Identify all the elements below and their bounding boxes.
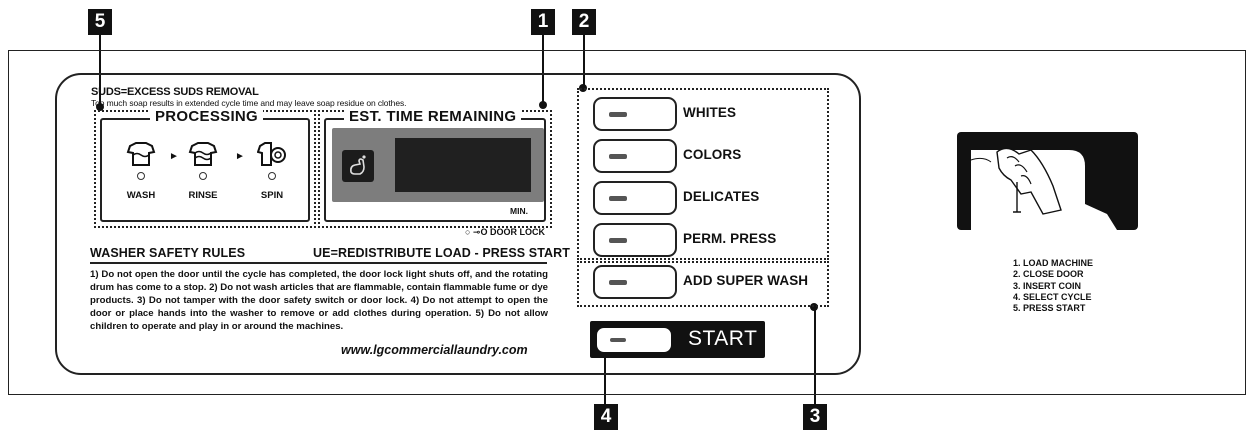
processing-title: PROCESSING bbox=[150, 108, 263, 125]
stage-label-rinse: RINSE bbox=[178, 190, 228, 201]
time-remaining-title: EST. TIME REMAINING bbox=[344, 108, 521, 125]
start-key[interactable] bbox=[597, 328, 671, 352]
delicates-button[interactable] bbox=[593, 181, 677, 215]
hand-loading-icon bbox=[957, 132, 1138, 230]
processing-panel bbox=[100, 118, 310, 222]
door-lock-icon: ○ ⊸O bbox=[465, 227, 487, 237]
suds-description: Too much soap results in extended cycle … bbox=[91, 98, 406, 108]
callout-badge-1: 1 bbox=[531, 9, 555, 35]
add-super-wash-label: ADD SUPER WASH bbox=[683, 273, 808, 288]
door-lock-indicator: ○ ⊸O DOOR LOCK bbox=[465, 227, 545, 238]
ue-error-note: UE=REDISTRIBUTE LOAD - PRESS START bbox=[313, 246, 570, 260]
wash-indicator-led bbox=[137, 172, 145, 180]
rinse-indicator-led bbox=[199, 172, 207, 180]
button-led-bar bbox=[609, 238, 627, 243]
time-display-screen bbox=[395, 138, 531, 192]
perm-press-button[interactable] bbox=[593, 223, 677, 257]
website-url: www.lgcommerciallaundry.com bbox=[341, 343, 528, 357]
callout-badge-4: 4 bbox=[594, 404, 618, 430]
whites-label: WHITES bbox=[683, 105, 736, 120]
operating-instructions: 1. LOAD MACHINE 2. CLOSE DOOR 3. INSERT … bbox=[1013, 258, 1093, 314]
instruction-step: 4. SELECT CYCLE bbox=[1013, 292, 1093, 303]
safety-divider bbox=[90, 262, 547, 264]
door-lock-label: DOOR LOCK bbox=[490, 227, 545, 237]
whites-button[interactable] bbox=[593, 97, 677, 131]
rinse-shirt-icon bbox=[188, 141, 218, 167]
callout-badge-2: 2 bbox=[572, 9, 596, 35]
button-led-bar bbox=[609, 112, 627, 117]
minutes-unit-label: MIN. bbox=[510, 206, 528, 216]
button-led-bar bbox=[609, 196, 627, 201]
wash-shirt-icon bbox=[126, 141, 156, 167]
delicates-label: DELICATES bbox=[683, 189, 759, 204]
safety-rules-header: WASHER SAFETY RULES bbox=[90, 246, 245, 260]
spin-shirt-icon bbox=[257, 141, 287, 167]
add-super-wash-button[interactable] bbox=[593, 265, 677, 299]
suds-title: SUDS=EXCESS SUDS REMOVAL bbox=[91, 86, 259, 98]
perm-press-label: PERM. PRESS bbox=[683, 231, 776, 246]
colors-label: COLORS bbox=[683, 147, 741, 162]
stage-arrow-icon: ► bbox=[235, 151, 245, 162]
button-led-bar bbox=[609, 154, 627, 159]
spin-indicator-led bbox=[268, 172, 276, 180]
stage-label-spin: SPIN bbox=[247, 190, 297, 201]
info-button[interactable] bbox=[342, 150, 374, 182]
stage-label-wash: WASH bbox=[116, 190, 166, 201]
stage-arrow-icon: ► bbox=[169, 151, 179, 162]
instruction-step: 1. LOAD MACHINE bbox=[1013, 258, 1093, 269]
instruction-step: 2. CLOSE DOOR bbox=[1013, 269, 1093, 280]
colors-button[interactable] bbox=[593, 139, 677, 173]
callout-badge-3: 3 bbox=[803, 404, 827, 430]
callout-badge-5: 5 bbox=[88, 9, 112, 35]
loading-instruction-image bbox=[957, 132, 1138, 230]
button-led-bar bbox=[609, 280, 627, 285]
start-label: START bbox=[688, 327, 757, 351]
instruction-step: 3. INSERT COIN bbox=[1013, 281, 1093, 292]
info-hand-icon bbox=[342, 150, 374, 182]
safety-rules-text: 1) Do not open the door until the cycle … bbox=[90, 268, 548, 333]
instruction-step: 5. PRESS START bbox=[1013, 303, 1093, 314]
button-led-bar bbox=[610, 338, 626, 342]
